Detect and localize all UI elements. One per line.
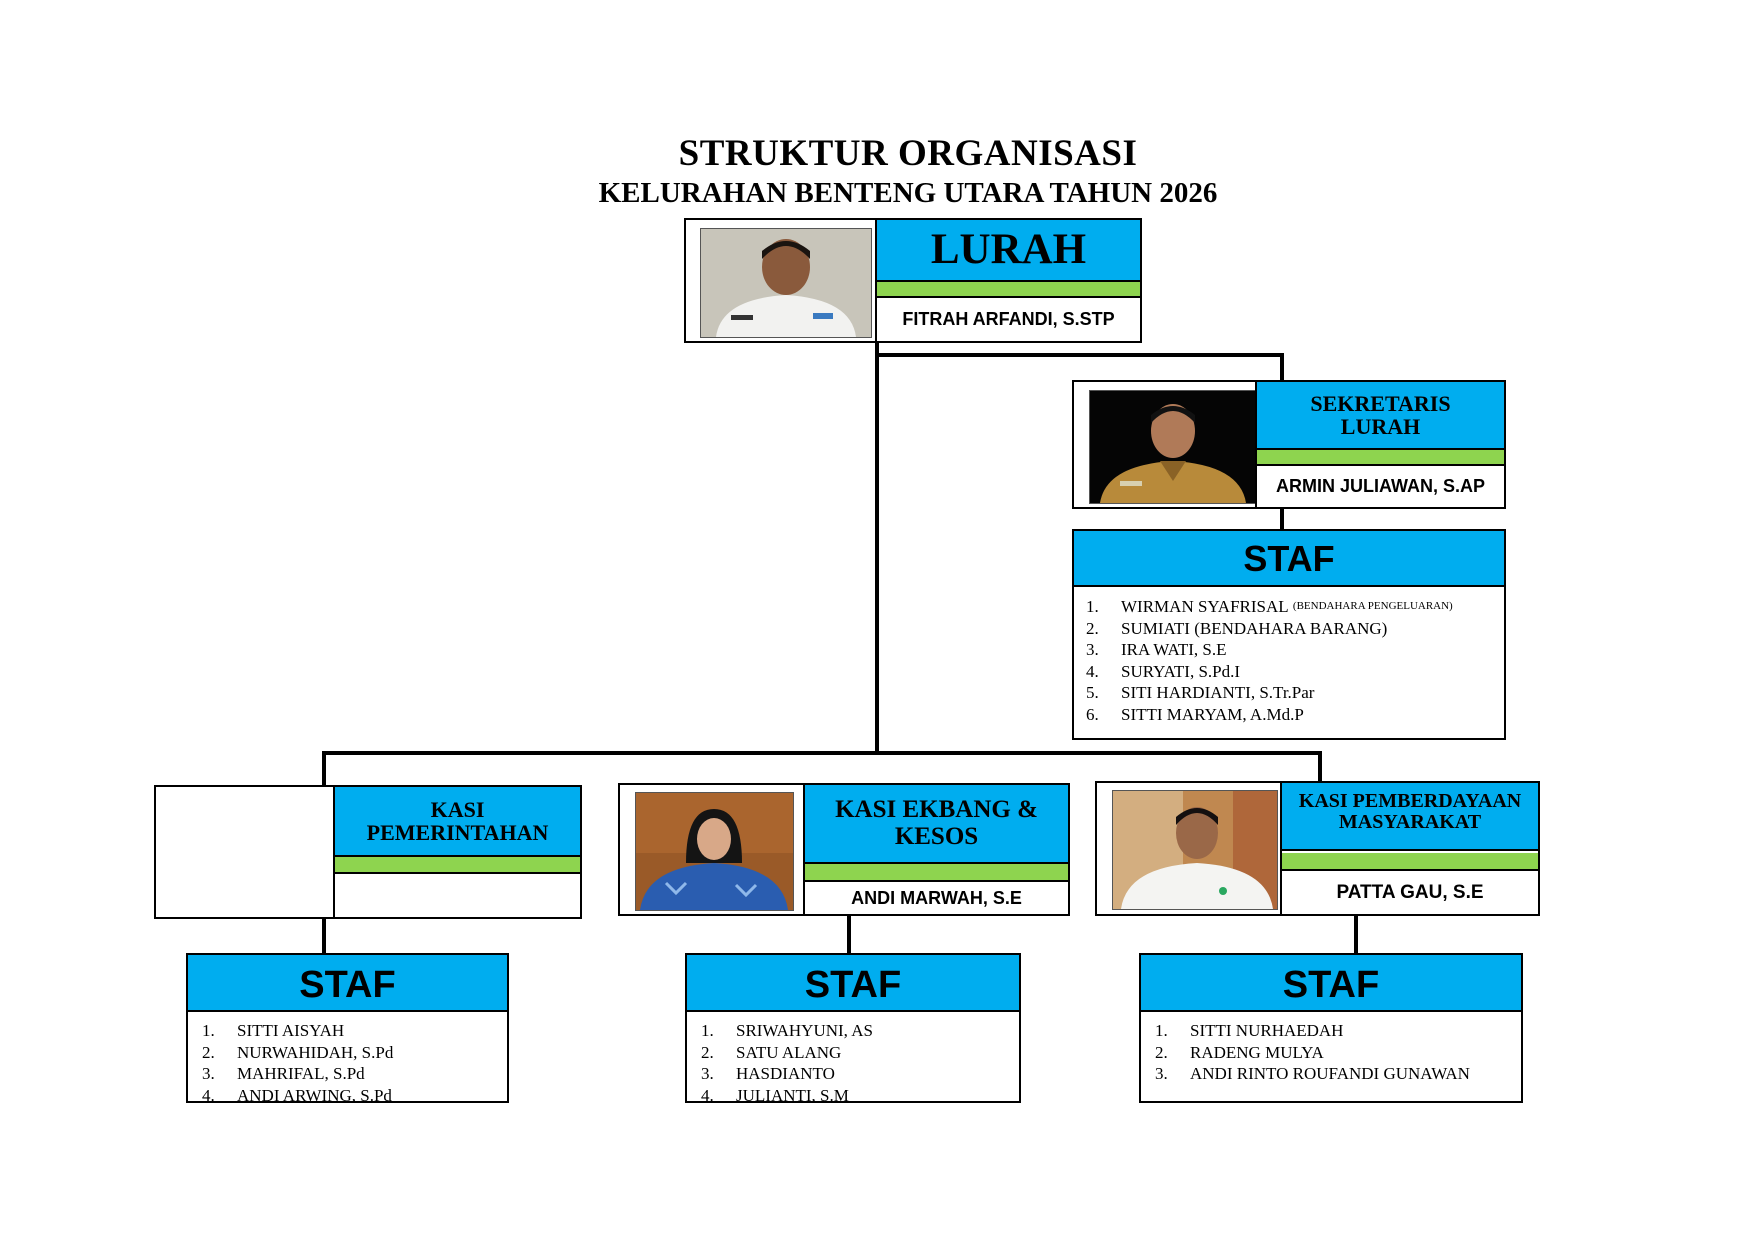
kasi-pemerintahan-title-line1: KASI (430, 796, 485, 822)
kasi-pemberdayaan-name: PATTA GAU, S.E (1336, 881, 1484, 903)
sekretaris-name: ARMIN JULIAWAN, S.AP (1275, 476, 1485, 496)
staf-pemberdayaan-list: 1.SITTI NURHAEDAH 2.RADENG MULYA 3.ANDI … (1141, 1012, 1521, 1085)
sekretaris-title-line2: LURAH (1340, 414, 1421, 439)
list-item: 1.SITTI NURHAEDAH (1155, 1021, 1344, 1040)
list-item: 1.SRIWAHYUNI, AS (701, 1021, 873, 1040)
list-item: 4.SURYATI, S.Pd.I (1086, 661, 1241, 681)
connector-ekbang-staf (847, 914, 851, 954)
connector-pemberdayaan-staf (1354, 916, 1358, 954)
connector-sekretaris-staf (1280, 508, 1284, 530)
connector-sekretaris-v (1280, 353, 1284, 383)
list-item: 4.ANDI ARWING, S.Pd (202, 1085, 392, 1103)
staf-ekbang-list: 1.SRIWAHYUNI, AS 2.SATU ALANG 3.HASDIANT… (687, 1012, 1019, 1103)
staf-pemerintahan-box: STAF 1.SITTI AISYAH 2.NURWAHIDAH, S.Pd 3… (186, 953, 509, 1103)
kasi-pemberdayaan-divider (1280, 783, 1282, 914)
kasi-pemberdayaan-card: KASI PEMBERDAYAAN MASYARAKAT PATTA GAU, … (1095, 781, 1540, 916)
lurah-title: LURAH (930, 226, 1087, 274)
list-item: 2.RADENG MULYA (1155, 1042, 1324, 1062)
staf-pemberdayaan-title: STAF (1141, 955, 1521, 1012)
connector-pemerintahan-staf (322, 916, 326, 954)
connector-lurah-sekretaris-h (875, 353, 1284, 357)
kasi-ekbang-title-line2: KESOS (894, 822, 979, 850)
sekretaris-accent-bar (1257, 450, 1504, 466)
sekretaris-divider (1255, 382, 1257, 507)
lurah-name: FITRAH ARFANDI, S.STP (902, 309, 1115, 329)
list-item: 3.IRA WATI, S.E (1086, 640, 1227, 659)
staf-sekretaris-box: STAF 1.WIRMAN SYAFRISAL (BENDAHARA PENGE… (1072, 529, 1506, 740)
kasi-ekbang-name: ANDI MARWAH, S.E (851, 887, 1022, 908)
kasi-pemberdayaan-accent-bar (1282, 853, 1538, 871)
kasi-ekbang-card: KASI EKBANG & KESOS ANDI MARWAH, S.E (618, 783, 1070, 916)
kasi-ekbang-photo (635, 792, 794, 911)
kasi-pemberdayaan-title-line1: KASI PEMBERDAYAAN (1298, 790, 1522, 812)
lurah-divider (875, 220, 877, 341)
list-item: 4.JULIANTI, S.M (701, 1085, 849, 1103)
connector-kasi-pemerintahan-v (322, 751, 326, 787)
kasi-ekbang-divider (803, 785, 805, 914)
lurah-photo (700, 228, 872, 338)
sekretaris-card: SEKRETARIS LURAH ARMIN JULIAWAN, S.AP (1072, 380, 1506, 509)
kasi-ekbang-title-line1: KASI EKBANG & (835, 796, 1038, 824)
list-item: 3.HASDIANTO (701, 1064, 835, 1083)
kasi-pemberdayaan-photo (1112, 790, 1278, 910)
connector-kasi-h (322, 751, 1322, 755)
kasi-pemberdayaan-title-line2: MASYARAKAT (1338, 811, 1482, 833)
lurah-card: LURAH FITRAH ARFANDI, S.STP (684, 218, 1142, 343)
kasi-ekbang-accent-bar (805, 864, 1068, 882)
kasi-ekbang-title-bar: KASI EKBANG & KESOS (805, 785, 1068, 864)
sekretaris-title-bar: SEKRETARIS LURAH (1257, 382, 1504, 450)
list-item: 1.SITTI AISYAH (202, 1021, 345, 1040)
list-item: 6.SITTI MARYAM, A.Md.P (1086, 704, 1304, 724)
staf-pemberdayaan-box: STAF 1.SITTI NURHAEDAH 2.RADENG MULYA 3.… (1139, 953, 1523, 1103)
kasi-pemerintahan-divider (333, 787, 335, 917)
lurah-accent-bar (877, 282, 1140, 298)
list-item: 2.NURWAHIDAH, S.Pd (202, 1042, 394, 1062)
connector-lurah-trunk (875, 343, 879, 754)
kasi-pemerintahan-accent-bar (335, 857, 580, 874)
kasi-pemerintahan-title-bar: KASI PEMERINTAHAN (335, 787, 580, 857)
staf-ekbang-box: STAF 1.SRIWAHYUNI, AS 2.SATU ALANG 3.HAS… (685, 953, 1021, 1103)
staf-pemerintahan-title: STAF (188, 955, 507, 1012)
kasi-pemberdayaan-title-bar: KASI PEMBERDAYAAN MASYARAKAT (1282, 783, 1538, 851)
kasi-pemerintahan-card: KASI PEMERINTAHAN (154, 785, 582, 919)
connector-kasi-pemberdayaan-v (1318, 751, 1322, 782)
staf-pemerintahan-list: 1.SITTI AISYAH 2.NURWAHIDAH, S.Pd 3.MAHR… (188, 1012, 507, 1103)
list-item: 2.SUMIATI (BENDAHARA BARANG) (1086, 618, 1388, 638)
sekretaris-photo (1089, 390, 1257, 504)
list-item: 3.ANDI RINTO ROUFANDI GUNAWAN (1155, 1064, 1470, 1083)
staf-sekretaris-title: STAF (1074, 531, 1504, 587)
page-subtitle: KELURAHAN BENTENG UTARA TAHUN 2026 (598, 177, 1218, 209)
kasi-pemerintahan-title-line2: PEMERINTAHAN (366, 820, 549, 845)
lurah-title-bar: LURAH (877, 220, 1140, 282)
staf-ekbang-title: STAF (687, 955, 1019, 1012)
list-item: 3.MAHRIFAL, S.Pd (202, 1064, 365, 1083)
list-item: 1.WIRMAN SYAFRISAL (BENDAHARA PENGELUARA… (1086, 597, 1453, 616)
kasi-pemerintahan-name (335, 874, 580, 917)
page-title: STRUKTUR ORGANISASI (678, 133, 1138, 174)
staf-sekretaris-list: 1.WIRMAN SYAFRISAL (BENDAHARA PENGELUARA… (1074, 587, 1504, 725)
list-item: 2.SATU ALANG (701, 1042, 842, 1062)
list-item: 5.SITI HARDIANTI, S.Tr.Par (1086, 683, 1315, 702)
sekretaris-title-line1: SEKRETARIS (1310, 390, 1451, 416)
